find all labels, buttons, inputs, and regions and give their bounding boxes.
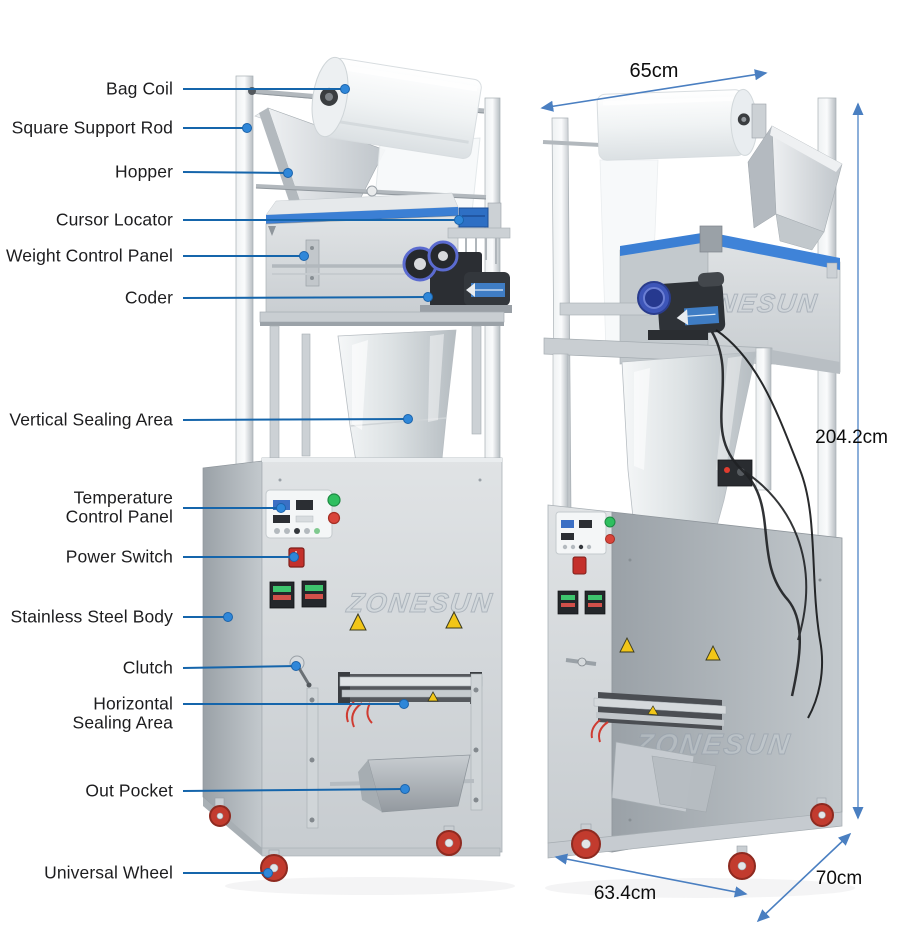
coder-device: [559, 271, 726, 340]
caster-wheel: [209, 797, 231, 827]
dimension-machine-height: 204.2cm: [815, 427, 888, 448]
hopper-shape: [747, 125, 843, 251]
callout-temperature-control-panel: Temperature Control Panel: [65, 487, 173, 526]
temperature-control-panel: [555, 511, 616, 555]
warning-triangle-icon: [705, 644, 721, 661]
caster-wheel: [436, 825, 462, 856]
left-machine: ZONESUN: [202, 56, 512, 882]
callout-hopper: Hopper: [115, 161, 173, 182]
callout-universal-wheel: Universal Wheel: [44, 862, 173, 883]
bag-coil-roll: [311, 56, 482, 160]
callout-square-support-rod: Square Support Rod: [11, 117, 173, 138]
dimension-base-width: 63.4cm: [593, 883, 657, 904]
dimension-line-base-depth: [756, 832, 852, 923]
caster-wheel: [810, 797, 834, 827]
shadow-left: [225, 877, 515, 895]
dimension-line-roll-width: [540, 69, 768, 112]
dimension-roll-width: 65cm: [629, 60, 679, 82]
temperature-controllers: [557, 590, 606, 615]
warning-triangle-icon: [619, 636, 635, 653]
warning-triangle-icon: [445, 610, 463, 629]
red-button: [327, 511, 341, 525]
universal-wheels: [209, 797, 462, 882]
callout-out-pocket: Out Pocket: [85, 780, 173, 801]
power-cables: [710, 329, 824, 719]
power-switch: [572, 556, 587, 575]
leader-lines: [182, 88, 459, 874]
callout-coder: Coder: [124, 287, 173, 308]
caster-wheel: [728, 845, 756, 880]
dimension-arrows: [540, 69, 864, 923]
callout-horizontal-sealing-area: Horizontal Sealing Area: [72, 693, 173, 732]
out-pocket-chute: [611, 741, 717, 813]
callout-power-switch: Power Switch: [65, 546, 173, 567]
warning-triangle-icon: [349, 612, 367, 631]
bag-coil-roll: [596, 88, 758, 161]
callout-vertical-sealing-area: Vertical Sealing Area: [9, 409, 173, 430]
temperature-controllers: [269, 580, 327, 609]
brand-watermark: ZONESUN: [344, 587, 495, 618]
out-pocket-chute: [329, 754, 475, 813]
right-machine: ZONESUN: [542, 88, 843, 880]
callout-bag-coil: Bag Coil: [106, 78, 173, 99]
square-support-rod: [235, 75, 254, 477]
coder-device: [402, 240, 512, 313]
temperature-control-panel: [265, 489, 341, 539]
callout-clutch: Clutch: [122, 657, 173, 678]
callout-stainless-steel-body: Stainless Steel Body: [10, 606, 173, 627]
green-button: [327, 493, 341, 507]
callout-cursor-locator: Cursor Locator: [55, 209, 173, 230]
leader-dots: [223, 84, 464, 878]
horizontal-sealing-assembly: [590, 692, 727, 743]
dimension-base-depth: 70cm: [815, 868, 863, 889]
callout-weight-control-panel: Weight Control Panel: [5, 245, 173, 266]
dimension-line-base-width: [554, 853, 748, 898]
